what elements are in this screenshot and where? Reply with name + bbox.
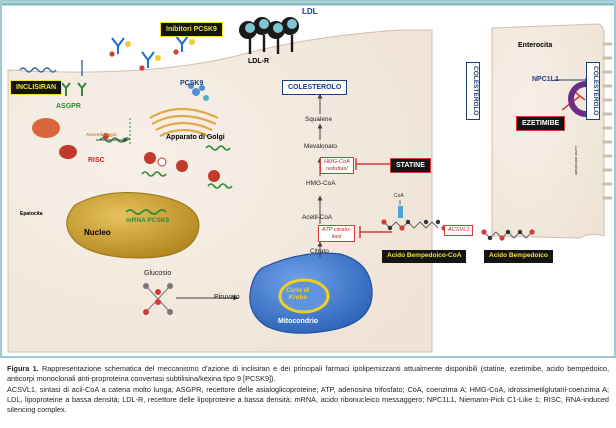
mechanism-diagram: Inibitori PCSK9 LDL LDL-R INCLISIRAN ASG…	[0, 0, 616, 358]
inclisiran-label: INCLISIRAN	[10, 80, 63, 95]
hepatocyte-label: Epatocita	[20, 211, 43, 217]
atp-citrate-lyase-line-1: ATP citrato-	[322, 227, 351, 233]
pcsk9-antibodies	[111, 35, 189, 68]
hmg-coa-label: HMG-CoA	[306, 180, 336, 187]
squalene-label: Squalene	[305, 116, 333, 123]
krebs-line-1: Ciclo di	[286, 287, 310, 294]
ldlr-label: LDL-R	[248, 58, 269, 65]
figure-number: Figura 1.	[7, 364, 39, 373]
glucose-molecule	[143, 283, 173, 315]
microvilli	[602, 42, 613, 200]
glucose-label: Glucosio	[144, 270, 172, 277]
golgi-label: Apparato di Golgi	[166, 134, 225, 141]
diagram-artwork	[0, 0, 616, 358]
risc-label: RISC	[88, 157, 105, 164]
pcsk9-inhibitors-label: Inibitori PCSK9	[160, 22, 223, 37]
citrate-label: Citrato	[310, 248, 329, 255]
cholesterol-vertical-left: COLESTEROLO	[466, 62, 480, 120]
hmgcoa-reductase-line-2: reduttasi	[326, 165, 348, 172]
ldl-label: LDL	[302, 7, 318, 16]
hmgcoa-reductase-line-1: HMG-CoA	[324, 159, 350, 165]
intestinal-lumen-label: Lume intestinale	[574, 146, 579, 176]
cholesterol-vertical-right: COLESTEROLO	[586, 62, 600, 120]
pcsk9-label: PCSK9	[180, 80, 204, 87]
golgi-shape	[149, 108, 219, 137]
mevalonate-label: Mevalonato	[304, 143, 338, 150]
nucleus-shape	[66, 192, 200, 259]
figure-caption: Figura 1. Rappresentazione schematica de…	[7, 364, 609, 415]
npc1l1-transporter	[568, 81, 587, 117]
krebs-cycle	[278, 278, 330, 314]
ezetimibe-label: EZETIMIBE	[516, 116, 566, 131]
enterocyte-label: Enterocita	[518, 42, 553, 49]
acsvl1-label: ACSVL1	[444, 225, 474, 236]
bempedoic-acid-label: Acido Bempedoico	[484, 250, 553, 263]
cholesterol-box: COLESTEROLO	[282, 80, 348, 95]
caption-title: Figura 1. Rappresentazione schematica de…	[7, 364, 609, 385]
bempedoic-coa-label: Acido Bempedoico-CoA	[382, 250, 467, 263]
krebs-cycle-label: Ciclo di Krebs	[286, 287, 309, 302]
nucleus-label: Nucleo	[84, 228, 111, 237]
npc1l1-label: NPC1L1	[532, 76, 559, 83]
asgpr-receptor	[61, 82, 87, 96]
mrna-pcsk9-label: mRNA PCSK9	[126, 217, 170, 224]
krebs-line-2: Krebs	[288, 294, 307, 302]
caption-title-text: Rappresentazione schematica del meccanis…	[7, 364, 609, 384]
atp-citrate-lyase-label: ATP citrato- liasi	[318, 225, 355, 243]
enterocyte-cell	[491, 23, 605, 239]
risc-complex	[32, 118, 60, 138]
atp-citrate-lyase-line-2: liasi	[331, 233, 342, 240]
caption-abbreviations: ACSVL1, sintasi di acil-CoA a catena mol…	[7, 384, 609, 415]
mitochondrion-label: Mitocondrio	[278, 318, 319, 325]
asgpr-label: ASGPR	[56, 103, 81, 110]
pcsk9-molecule	[188, 83, 205, 96]
bempedoic-coa-molecule	[383, 221, 439, 229]
acetyl-coa-label: Acetil-CoA	[302, 214, 333, 221]
coa-label: CoA	[394, 193, 404, 199]
pyruvate-label: Piruvato	[214, 294, 240, 301]
ldl-particles	[239, 17, 299, 39]
ldl-receptors	[248, 35, 294, 54]
statins-label: STATINE	[390, 158, 431, 173]
hmgcoa-reductase-label: HMG-CoA reduttasi	[320, 157, 354, 175]
assembly-label: Assemblaggio	[86, 132, 117, 137]
